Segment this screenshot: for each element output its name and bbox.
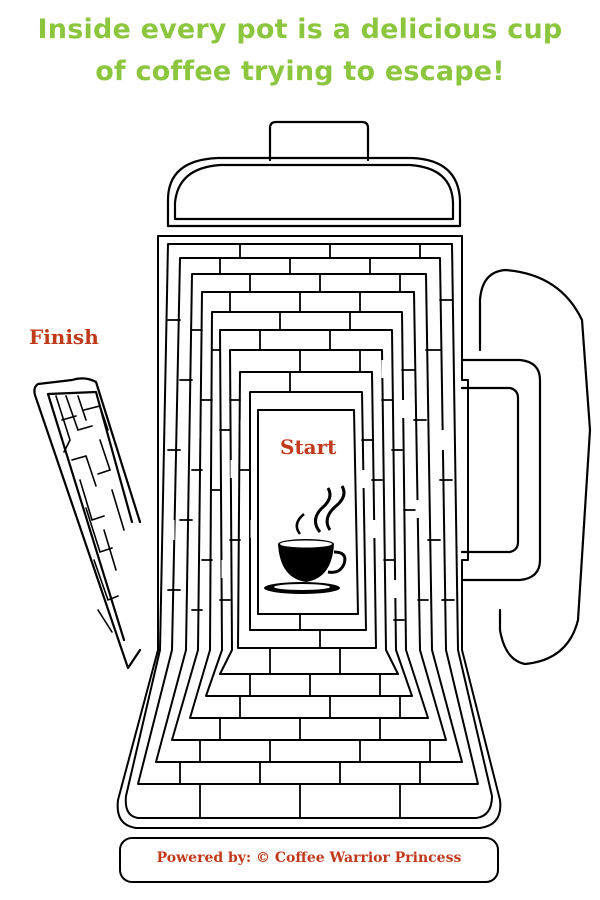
start-label: Start [280,435,337,459]
pot-base [119,837,499,883]
headline-line-1: Inside every pot is a delicious cup [37,14,563,45]
maze-openings [169,300,447,598]
footer-credit: Powered by: © Coffee Warrior Princess [156,850,462,866]
finish-label: Finish [29,325,99,349]
coffee-cup-icon [264,485,347,594]
pot-body [116,235,502,829]
lid [166,156,462,228]
maze-connectors [167,243,455,819]
lid-knob [268,120,370,162]
headline-line-2: of coffee trying to escape! [95,56,505,87]
maze-rings [116,235,502,829]
spout-maze [55,395,125,633]
spout [33,377,142,670]
handle [460,358,542,582]
